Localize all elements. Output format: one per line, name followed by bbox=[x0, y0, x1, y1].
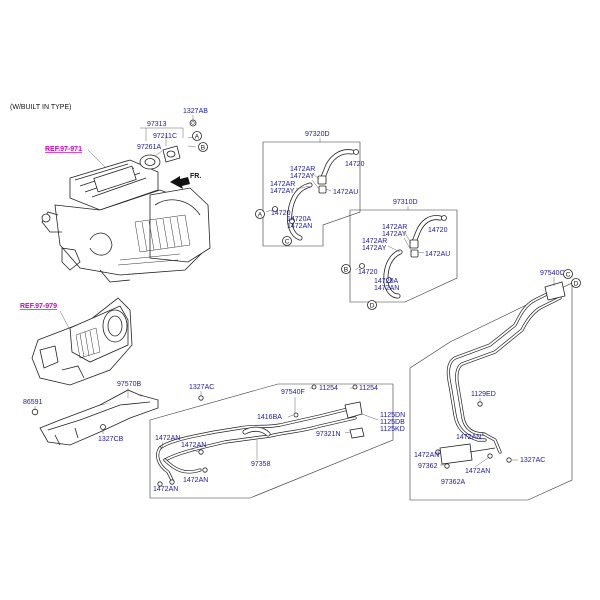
label-97570b: 97570B bbox=[117, 381, 141, 388]
screw-86591 bbox=[31, 408, 39, 416]
front-direction-arrow: FR. bbox=[170, 173, 201, 189]
g1-14720a: 14720A bbox=[287, 216, 311, 223]
label-97261a: 97261A bbox=[137, 144, 161, 151]
r-1472an-2: 1472AN bbox=[414, 452, 439, 459]
label-1416ba: 1416BA bbox=[257, 414, 282, 421]
label-1327ac-right: 1327AC bbox=[520, 457, 545, 464]
label-97321n: 97321N bbox=[316, 431, 341, 438]
g2-14720-top: 14720 bbox=[428, 227, 448, 234]
floor-duct bbox=[31, 389, 159, 446]
g2-1472ay: 1472AY bbox=[382, 231, 407, 238]
hose-group-97310d-frame bbox=[349, 209, 458, 303]
g2-14720-left: 14720 bbox=[358, 269, 378, 276]
g2-1472an: 1472AN bbox=[374, 285, 399, 292]
pipe-assy-97540c bbox=[435, 281, 566, 469]
svg-text:C: C bbox=[566, 272, 571, 279]
callout-c-right: C bbox=[563, 269, 573, 279]
g1-1472ay: 1472AY bbox=[290, 173, 315, 180]
label-97540c: 97540C bbox=[540, 270, 565, 277]
ref1-leader bbox=[87, 149, 106, 168]
ref-link-97-979[interactable]: REF.97-979 bbox=[20, 303, 57, 310]
label-97310d: 97310D bbox=[393, 199, 418, 206]
g1-1472ar: 1472AR bbox=[290, 166, 315, 173]
g2-1472ay-b: 1472AY bbox=[362, 245, 387, 252]
label-1327cb: 1327CB bbox=[98, 436, 124, 443]
g2-1472au: 1472AU bbox=[425, 251, 450, 258]
callout-a-g1: A bbox=[255, 209, 265, 219]
label-97313: 97313 bbox=[147, 121, 167, 128]
hose-group-97320d-frame bbox=[262, 141, 361, 247]
r-1472an-1: 1472AN bbox=[456, 434, 481, 441]
label-97362: 97362 bbox=[418, 463, 438, 470]
h-1472an-3: 1472AN bbox=[183, 477, 208, 484]
svg-text:B: B bbox=[344, 267, 348, 274]
g1-1472ar-b: 1472AR bbox=[270, 181, 295, 188]
ref2-leader bbox=[59, 310, 71, 331]
callout-b-g2: B bbox=[341, 264, 351, 274]
bolt-1327ab bbox=[189, 119, 197, 127]
callout-a-top: A bbox=[192, 131, 202, 141]
ref-link-97-971[interactable]: REF.97-971 bbox=[45, 146, 82, 153]
bolt-1327ac-mid bbox=[198, 395, 204, 401]
label-97358: 97358 bbox=[251, 461, 271, 468]
label-1129ed: 1129ED bbox=[471, 391, 496, 398]
right-pipe-frame bbox=[409, 282, 573, 501]
h-1472an-1: 1472AN bbox=[155, 435, 180, 442]
bolt-1327ac-right bbox=[506, 457, 512, 463]
heater-unit bbox=[31, 297, 133, 386]
hose-97320d bbox=[272, 149, 359, 241]
g1-1472ay-b: 1472AY bbox=[270, 188, 295, 195]
hvac-module bbox=[41, 159, 211, 283]
label-11254-a: 11254 bbox=[319, 385, 338, 392]
g2-1472ar: 1472AR bbox=[382, 224, 407, 231]
label-97362a: 97362A bbox=[441, 479, 465, 486]
header-note: (W/BUILT IN TYPE) bbox=[10, 104, 71, 111]
pipe-assy-97540f bbox=[156, 384, 365, 487]
label-1327ab: 1327AB bbox=[183, 108, 208, 115]
label-1125kd: 1125KD bbox=[380, 426, 405, 433]
g2-14720a: 14720A bbox=[374, 278, 398, 285]
callout-c-g1: C bbox=[282, 236, 292, 246]
label-97211c: 97211C bbox=[153, 133, 177, 140]
label-1125dn: 1125DN bbox=[380, 412, 405, 419]
label-11254-b: 11254 bbox=[359, 385, 378, 392]
svg-text:D: D bbox=[370, 303, 375, 310]
label-1327ac-mid: 1327AC bbox=[189, 384, 214, 391]
svg-text:D: D bbox=[574, 281, 579, 288]
label-1125db: 1125DB bbox=[380, 419, 405, 426]
label-97320d: 97320D bbox=[305, 131, 330, 138]
label-86591: 86591 bbox=[23, 399, 43, 406]
g1-1472an: 1472AN bbox=[287, 223, 312, 230]
svg-text:A: A bbox=[195, 134, 200, 141]
h-1472an-4: 1472AN bbox=[153, 486, 178, 493]
g1-14720-left: 14720 bbox=[271, 210, 291, 217]
pipe-assy-frame bbox=[149, 383, 394, 499]
callout-b-top: B bbox=[198, 142, 208, 152]
svg-text:B: B bbox=[201, 145, 205, 152]
callout-d-g2: D bbox=[367, 300, 377, 310]
g1-14720-top: 14720 bbox=[345, 161, 365, 168]
label-97540f: 97540F bbox=[281, 389, 305, 396]
svg-text:A: A bbox=[258, 212, 263, 219]
r-1472an-3: 1472AN bbox=[465, 468, 490, 475]
g2-1472ar-b: 1472AR bbox=[362, 238, 387, 245]
svg-text:C: C bbox=[285, 239, 290, 246]
svg-text:FR.: FR. bbox=[190, 173, 201, 180]
gasket-parts bbox=[139, 119, 197, 170]
screw-1327cb bbox=[100, 424, 106, 430]
g1-1472au: 1472AU bbox=[333, 189, 358, 196]
h-1472an-2: 1472AN bbox=[181, 442, 206, 449]
callout-d-right: D bbox=[571, 278, 581, 288]
hose-97310d bbox=[359, 215, 447, 299]
